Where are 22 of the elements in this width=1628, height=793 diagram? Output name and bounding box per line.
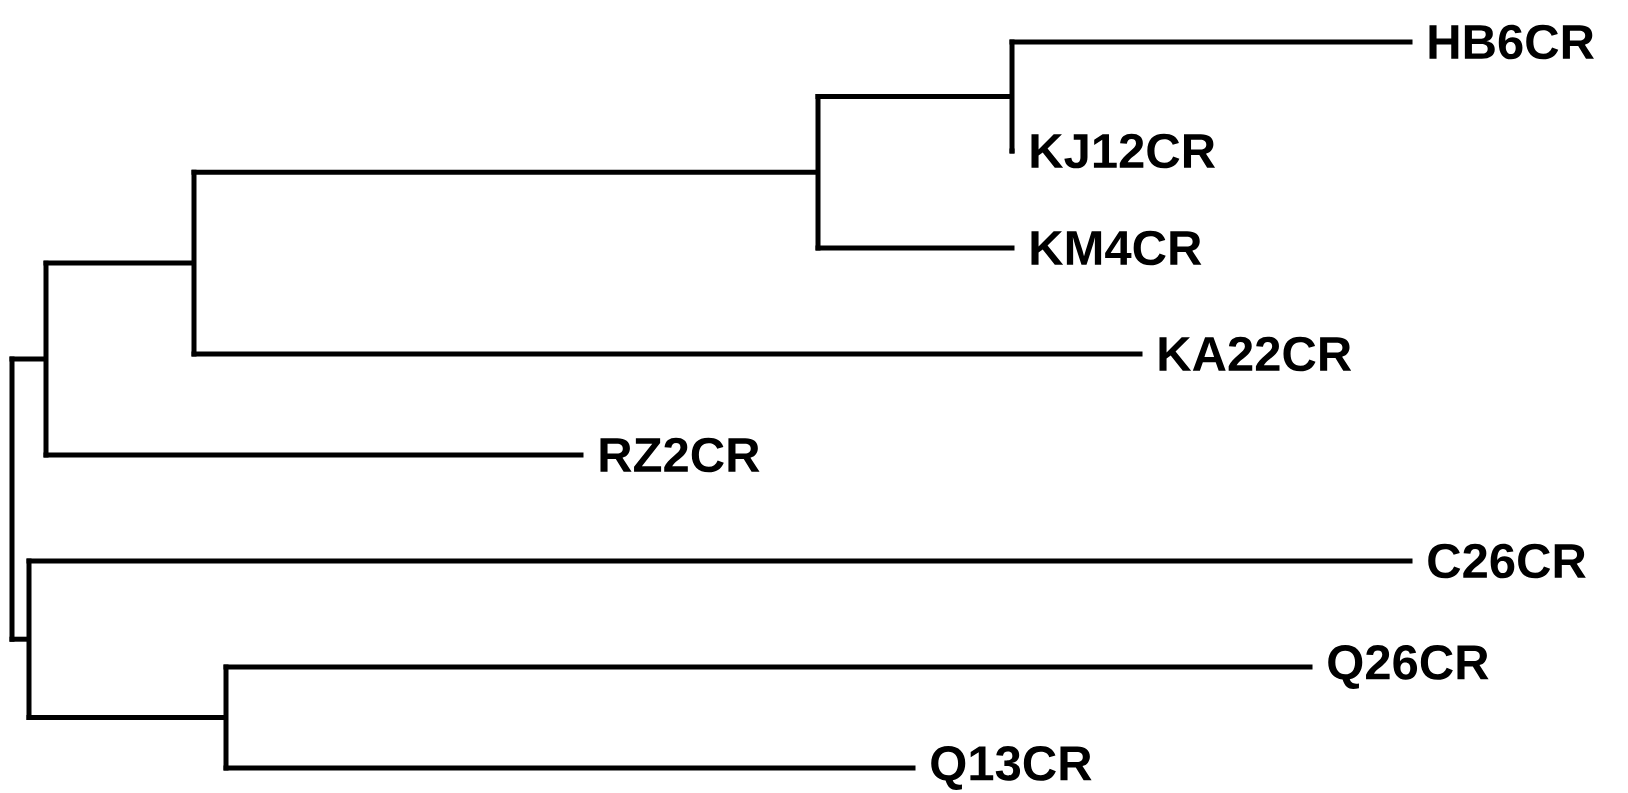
branch-line [43,260,194,266]
leaf-label: KM4CR [1031,230,1202,266]
branch-line [43,452,584,458]
branch-line [9,356,46,362]
branch-line [223,664,1313,670]
branch-line [1009,148,1015,154]
leaf-label: KA22CR [1159,336,1352,372]
leaf-label: RZ2CR [600,437,760,473]
branch-line [815,94,1012,99]
leaf-label: Q13CR [931,746,1092,790]
branch-line [191,351,1143,357]
branch-line [26,558,1413,564]
branch-line [1009,39,1413,45]
branch-line [191,169,818,175]
branch-line [223,765,916,771]
leaf-label: HB6CR [1429,24,1594,60]
branch-line [9,636,29,642]
leaf-label: Q26CR [1328,645,1489,689]
branch-line [815,245,1015,251]
leaf-label: KJ12CR [1031,133,1216,169]
leaf-label: C26CR [1428,543,1586,579]
branch-line [26,715,226,720]
